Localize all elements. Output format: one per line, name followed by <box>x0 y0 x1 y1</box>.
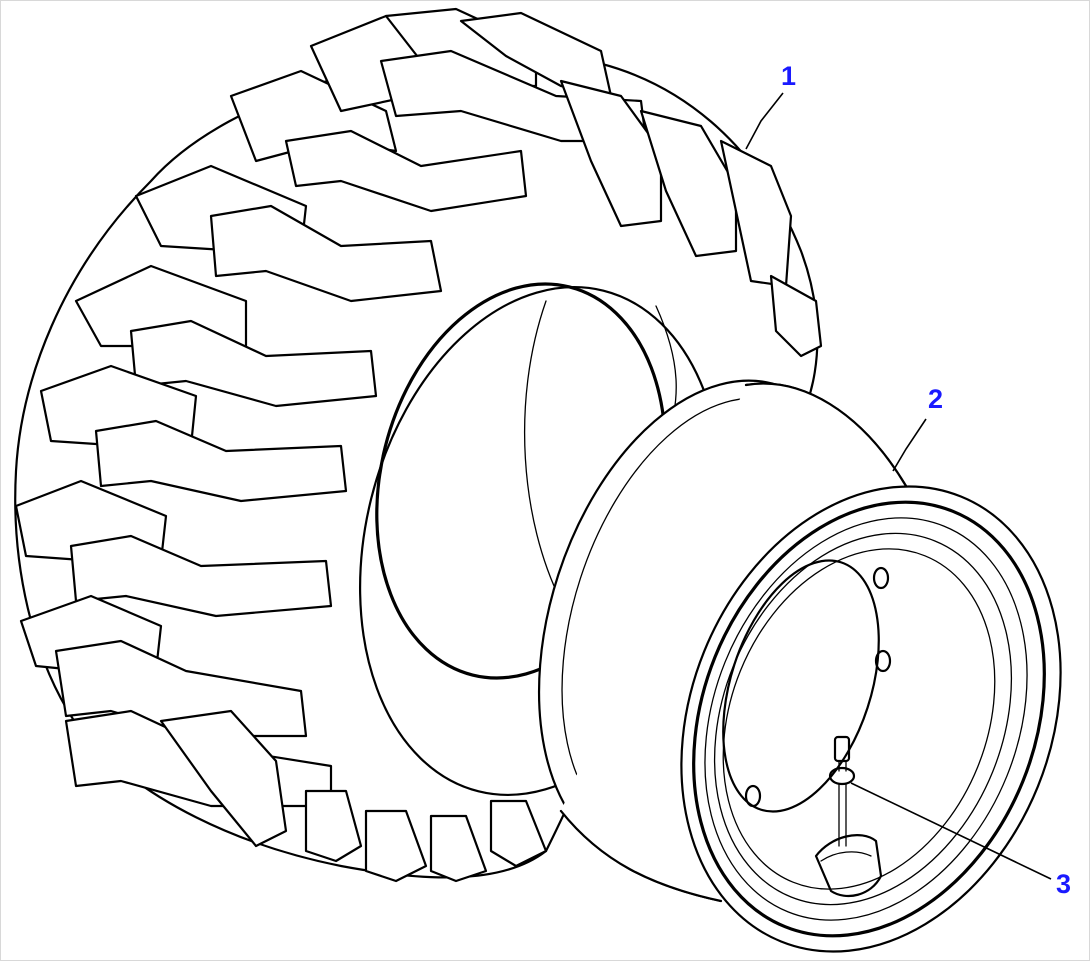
leader-1 <box>745 92 784 150</box>
tread-lugs <box>14 7 823 883</box>
leader-3 <box>850 782 1052 880</box>
callout-3: 3 <box>1056 869 1072 899</box>
rim-front-flange <box>680 485 1062 953</box>
rim-center-bore <box>722 559 880 813</box>
leader-lines <box>745 92 1052 880</box>
callout-2: 2 <box>928 384 944 414</box>
rim <box>537 379 1062 953</box>
leader-2 <box>892 418 927 472</box>
tire <box>14 7 823 883</box>
valve-stem <box>828 735 856 847</box>
valve-recess <box>814 834 883 898</box>
bolt-holes <box>744 566 892 808</box>
callout-1: 1 <box>781 61 797 91</box>
